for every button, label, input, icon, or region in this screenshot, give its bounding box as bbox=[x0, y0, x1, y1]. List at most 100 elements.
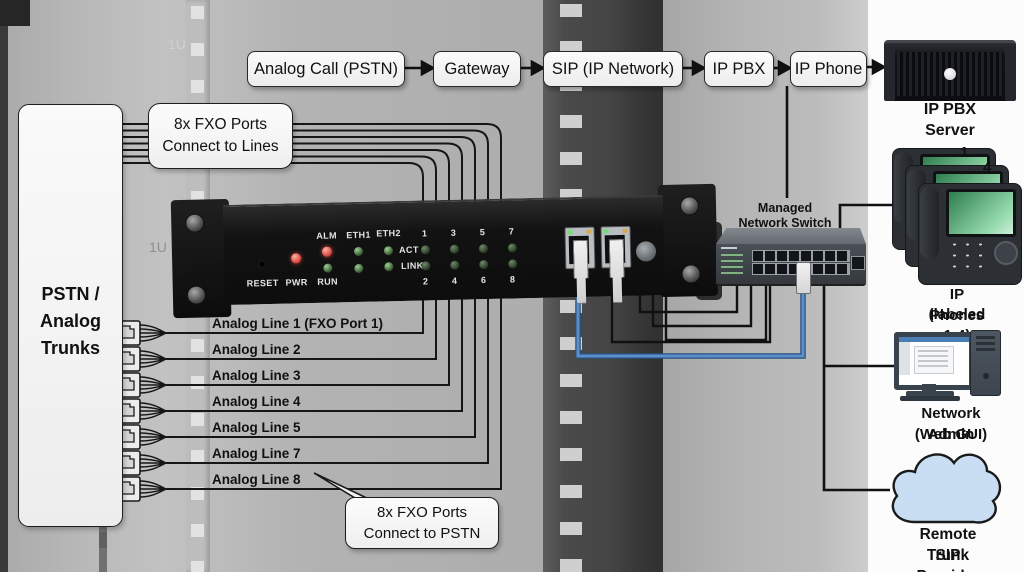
eth1-label: ETH1 bbox=[346, 229, 372, 241]
flow-box-ip-phone: IP Phone bbox=[790, 51, 867, 87]
switch-label-line1: Managed bbox=[757, 201, 813, 215]
pstn-box-line1: PSTN / bbox=[41, 284, 100, 304]
phone-number-4: 4 bbox=[983, 159, 992, 176]
port-num-8: 8 bbox=[509, 274, 516, 285]
ip-phone bbox=[918, 183, 1022, 285]
callout-top-line2: Connect to Lines bbox=[162, 138, 279, 155]
gateway-front-panel: RESET PWR ALM RUN ETH1 ETH2 ACT LINK 1 3… bbox=[222, 195, 666, 305]
phone-screen bbox=[946, 189, 1016, 237]
callout-fxo-connect-pstn: 8x FXO Ports Connect to PSTN bbox=[345, 497, 499, 549]
switch-top-face bbox=[716, 228, 866, 244]
flow-box-sip-network: SIP (IP Network) bbox=[543, 51, 683, 87]
port-led bbox=[421, 261, 431, 271]
reset-label: RESET bbox=[246, 277, 279, 289]
switch-plugged-connector bbox=[796, 262, 811, 294]
phone-nav-wheel bbox=[994, 241, 1018, 265]
phones-label-line1: IP Phones bbox=[929, 286, 985, 324]
eth2-label: ETH2 bbox=[376, 227, 401, 239]
analog-line-label-8: Analog Line 8 bbox=[212, 472, 301, 487]
rack-unit-label-2: 1U bbox=[149, 239, 167, 255]
server-label: IP PBX Server bbox=[923, 101, 977, 139]
analog-line-label-5: Analog Line 5 bbox=[212, 420, 301, 435]
cloud-label-line2: Trunk Provider bbox=[917, 547, 980, 572]
eth1-led-top bbox=[353, 246, 364, 257]
pwr-led bbox=[290, 253, 302, 264]
reset-button bbox=[258, 260, 267, 269]
analog-line-label-1: Analog Line 1 (FXO Port 1) bbox=[212, 316, 384, 331]
line-switch-to-phones bbox=[838, 203, 900, 236]
eth1-led-bottom bbox=[354, 263, 364, 274]
fxo-wires bbox=[120, 123, 502, 490]
rack-left-edge-strip bbox=[0, 0, 8, 572]
switch-status-leds bbox=[721, 254, 743, 276]
analog-line-label-4: Analog Line 4 bbox=[212, 394, 301, 409]
admin-label-line1: Network Admin bbox=[921, 405, 981, 443]
port-num-1: 1 bbox=[421, 228, 428, 239]
callout-top-line1: 8x FXO Ports bbox=[173, 116, 268, 133]
network-admin-image bbox=[892, 328, 1004, 402]
switch-sfp-port bbox=[851, 256, 865, 270]
phone-number-1: 1 bbox=[960, 144, 969, 161]
topology-lines bbox=[785, 86, 900, 492]
alm-label: ALM bbox=[316, 230, 338, 241]
port-led bbox=[507, 243, 518, 253]
flow-box-sip-network-label: SIP (IP Network) bbox=[551, 59, 675, 78]
server-power-knob bbox=[944, 68, 956, 80]
rack-corner-dark bbox=[0, 0, 30, 26]
eth1-plug bbox=[573, 240, 589, 304]
callout-bottom-line1: 8x FXO Ports bbox=[376, 504, 468, 521]
admin-monitor bbox=[894, 332, 974, 390]
alm-led bbox=[321, 246, 333, 257]
port-led bbox=[479, 260, 489, 270]
link-label: LINK bbox=[400, 260, 424, 271]
server-rail-left bbox=[884, 47, 895, 101]
analog-line-label-3: Analog Line 3 bbox=[212, 368, 301, 383]
port-led bbox=[508, 259, 518, 269]
eth2-rj45-port bbox=[600, 225, 632, 269]
callout-bottom-line2: Connect to PSTN bbox=[363, 525, 481, 542]
flow-box-analog-call: Analog Call (PSTN) bbox=[247, 51, 405, 87]
port-num-7: 7 bbox=[508, 226, 515, 237]
ip-pbx-server-image bbox=[884, 40, 1016, 101]
switch-front-face bbox=[716, 244, 866, 286]
port-led bbox=[450, 260, 460, 270]
port-led bbox=[449, 244, 460, 254]
fxo-gateway-device: RESET PWR ALM RUN ETH1 ETH2 ACT LINK 1 3… bbox=[170, 180, 719, 324]
port-led bbox=[478, 244, 489, 254]
gateway-right-bracket bbox=[657, 183, 719, 298]
pstn-box-line2: Analog bbox=[40, 311, 101, 331]
ip-phones-image bbox=[892, 148, 1024, 288]
port-num-6: 6 bbox=[480, 275, 487, 286]
port-num-3: 3 bbox=[450, 227, 457, 238]
flow-arrows bbox=[403, 58, 887, 77]
pstn-box-line3: Trunks bbox=[40, 338, 101, 358]
phone-keypad bbox=[948, 239, 990, 273]
run-label: RUN bbox=[317, 276, 339, 287]
panel-mount-hole bbox=[635, 241, 657, 262]
ethernet-cable-blue bbox=[575, 260, 806, 359]
admin-monitor-base2 bbox=[900, 396, 960, 401]
flow-box-ip-pbx-label: IP PBX bbox=[712, 59, 766, 78]
admin-monitor-stand bbox=[922, 384, 936, 391]
port-num-2: 2 bbox=[422, 276, 429, 287]
pstn-analog-trunks-box: PSTN / Analog Trunks bbox=[18, 104, 123, 527]
flow-box-gateway: Gateway bbox=[433, 51, 521, 87]
switch-label-line2: Network Switch bbox=[738, 216, 832, 230]
cloud-label-line1: Remote SIP bbox=[919, 526, 977, 564]
act-label: ACT bbox=[398, 244, 419, 256]
port-num-5: 5 bbox=[479, 227, 486, 238]
switch-brand-mark bbox=[721, 247, 737, 249]
run-led bbox=[323, 263, 333, 273]
admin-label-line2: (Web GUI) bbox=[914, 426, 988, 443]
switch-port-row-top bbox=[752, 250, 850, 262]
eth2-led-bottom bbox=[384, 262, 394, 272]
flow-box-gateway-label: Gateway bbox=[444, 59, 510, 78]
eth2-plug bbox=[609, 239, 625, 303]
pwr-label: PWR bbox=[285, 277, 308, 288]
admin-monitor-base bbox=[906, 391, 954, 397]
cloud-icon bbox=[891, 453, 1002, 524]
phone-handset bbox=[920, 187, 939, 259]
analog-line-label-2: Analog Line 2 bbox=[212, 342, 301, 357]
eth1-rj45-port bbox=[564, 226, 596, 270]
